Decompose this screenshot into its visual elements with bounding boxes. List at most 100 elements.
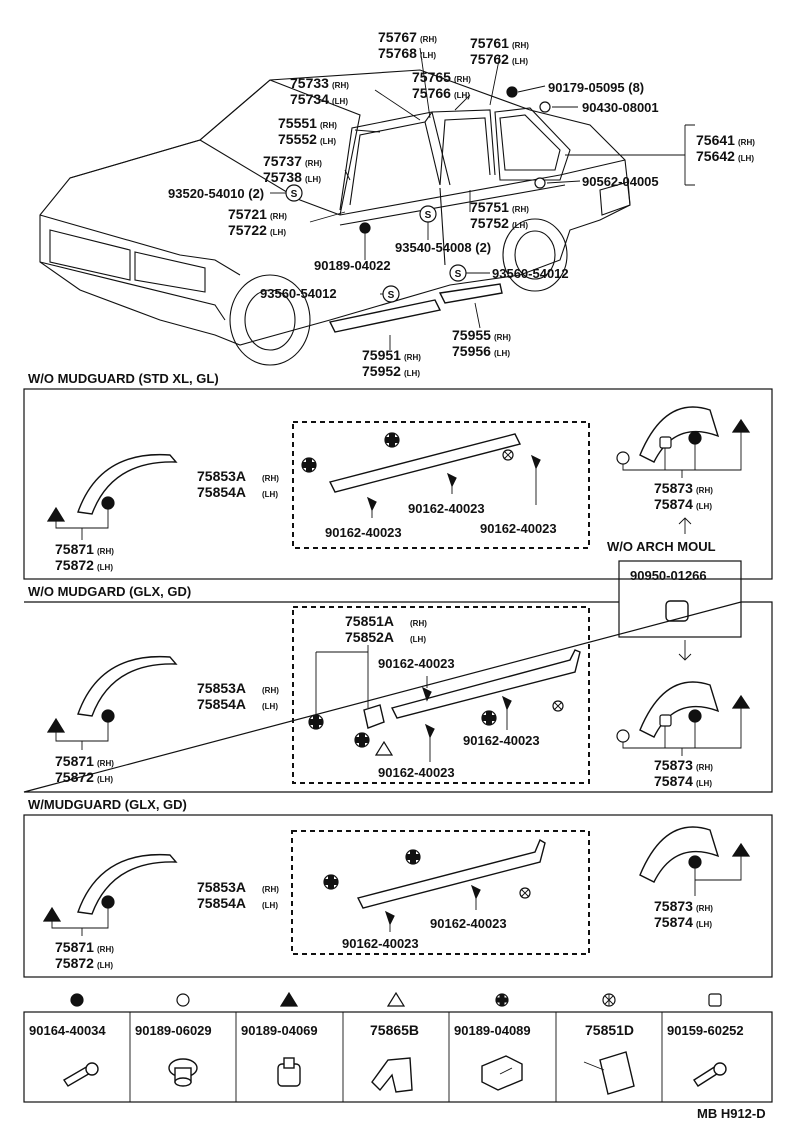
svg-text:(LH): (LH) — [410, 635, 426, 644]
part-75737: 75737 — [263, 153, 302, 169]
svg-text:(RH): (RH) — [738, 138, 755, 147]
part-75873: 75873 — [654, 480, 693, 496]
filled-triangle-icon — [279, 991, 299, 1007]
svg-text:(LH): (LH) — [696, 779, 712, 788]
svg-text:(LH): (LH) — [97, 961, 113, 970]
part-75733: 75733 — [290, 75, 329, 91]
section-w-mudguard-glx: W/MUDGUARD (GLX, GD) 75871(RH) 75872(LH)… — [23, 797, 773, 978]
clip-s-marker: S — [382, 285, 400, 303]
part-75874: 75874 — [654, 914, 693, 930]
legend-code: 75851D — [585, 1022, 634, 1038]
part-75871: 75871 — [55, 939, 94, 955]
svg-text:(LH): (LH) — [512, 57, 528, 66]
svg-text:(LH): (LH) — [696, 920, 712, 929]
clip-s-marker: S — [449, 264, 467, 282]
svg-text:(RH): (RH) — [97, 547, 114, 556]
clip-90162-40023: 90162-40023 — [325, 525, 402, 540]
part-75853A: 75853A — [197, 468, 246, 484]
svg-text:(RH): (RH) — [332, 81, 349, 90]
open-triangle-icon — [386, 991, 406, 1007]
clip-90562-04005: 90562-04005 — [582, 174, 659, 189]
part-75765: 75765 — [412, 69, 451, 85]
part-75738: 75738 — [263, 169, 302, 185]
svg-text:(LH): (LH) — [320, 137, 336, 146]
part-75871: 75871 — [55, 753, 94, 769]
section-title: W/MUDGUARD (GLX, GD) — [28, 797, 187, 812]
part-75854A: 75854A — [197, 484, 246, 500]
part-75853A: 75853A — [197, 680, 246, 696]
svg-text:S: S — [455, 269, 462, 280]
svg-text:(RH): (RH) — [696, 486, 713, 495]
svg-text:(LH): (LH) — [262, 901, 278, 910]
clip-90179-05095: 90179-05095 (8) — [548, 80, 644, 95]
svg-text:(LH): (LH) — [262, 702, 278, 711]
section-wo-mudguard-std: W/O MUDGUARD (STD XL, GL) 75871(RH) 7587… — [23, 371, 773, 580]
svg-text:(LH): (LH) — [454, 91, 470, 100]
part-75752: 75752 — [470, 215, 509, 231]
screw-icon — [693, 1062, 727, 1087]
svg-text:(LH): (LH) — [97, 563, 113, 572]
part-75854A: 75854A — [197, 696, 246, 712]
diagram-code: MB H912-D — [697, 1106, 766, 1121]
push-clip-icon — [168, 1058, 198, 1087]
legend-code: 90189-04089 — [454, 1023, 531, 1038]
svg-text:(LH): (LH) — [494, 349, 510, 358]
svg-text:(RH): (RH) — [410, 619, 427, 628]
part-75872: 75872 — [55, 557, 94, 573]
open-circle-icon — [176, 993, 190, 1007]
svg-text:(RH): (RH) — [320, 121, 337, 130]
arch-title: W/O ARCH MOUL — [607, 539, 716, 554]
clip-90162-40023: 90162-40023 — [408, 501, 485, 516]
screw-icon — [63, 1062, 99, 1087]
svg-text:(LH): (LH) — [696, 502, 712, 511]
clip-s-marker: S — [285, 184, 303, 202]
svg-text:(LH): (LH) — [738, 154, 754, 163]
section-title: W/O MUDGUARD (STD XL, GL) — [28, 371, 219, 386]
section-wo-mudgard-glx: W/O MUDGARD (GLX, GD) 75871(RH) 75872(LH… — [23, 584, 773, 793]
part-75551: 75551 — [278, 115, 317, 131]
part-75951: 75951 — [362, 347, 401, 363]
svg-text:(RH): (RH) — [97, 945, 114, 954]
svg-text:(LH): (LH) — [404, 369, 420, 378]
svg-text:(RH): (RH) — [404, 353, 421, 362]
part-75872: 75872 — [55, 955, 94, 971]
part-75873: 75873 — [654, 757, 693, 773]
part-75552: 75552 — [278, 131, 317, 147]
part-75768: 75768 — [378, 45, 417, 61]
legend-code: 90189-04069 — [241, 1023, 318, 1038]
clip-90189-04022: 90189-04022 — [314, 258, 391, 273]
part-75722: 75722 — [228, 222, 267, 238]
svg-text:(RH): (RH) — [262, 885, 279, 894]
part-75871: 75871 — [55, 541, 94, 557]
part-75852A: 75852A — [345, 629, 394, 645]
car-illustration: S S S S — [39, 47, 695, 366]
part-75751: 75751 — [470, 199, 509, 215]
clip-90162-40023: 90162-40023 — [480, 521, 557, 536]
clip-90162-40023: 90162-40023 — [378, 765, 455, 780]
svg-text:(LH): (LH) — [97, 775, 113, 784]
bracket-icon — [371, 1057, 413, 1093]
svg-text:(RH): (RH) — [270, 212, 287, 221]
part-75853A: 75853A — [197, 879, 246, 895]
part-75721: 75721 — [228, 206, 267, 222]
svg-text:(RH): (RH) — [262, 686, 279, 695]
part-75642: 75642 — [696, 148, 735, 164]
fastener-legend: 90164-40034 90189-06029 90189-04069 7586… — [23, 991, 773, 1121]
svg-text:(RH): (RH) — [420, 35, 437, 44]
bolt-clamp-icon — [583, 1051, 635, 1095]
clip-nut-icon — [277, 1057, 301, 1087]
svg-text:(LH): (LH) — [305, 175, 321, 184]
svg-text:(LH): (LH) — [512, 221, 528, 230]
svg-text:S: S — [291, 189, 298, 200]
arch-moul-clip-box: 90950-01266 — [618, 560, 742, 661]
clip-s-marker: S — [419, 205, 437, 223]
part-75872: 75872 — [55, 769, 94, 785]
svg-text:(RH): (RH) — [512, 205, 529, 214]
svg-text:(RH): (RH) — [696, 763, 713, 772]
clip-90162-40023: 90162-40023 — [342, 936, 419, 951]
clip-90950-01266: 90950-01266 — [630, 568, 707, 583]
clip-90162-40023: 90162-40023 — [430, 916, 507, 931]
svg-text:(RH): (RH) — [696, 904, 713, 913]
clip-93560-54012-b: 93560-54012 — [260, 286, 337, 301]
